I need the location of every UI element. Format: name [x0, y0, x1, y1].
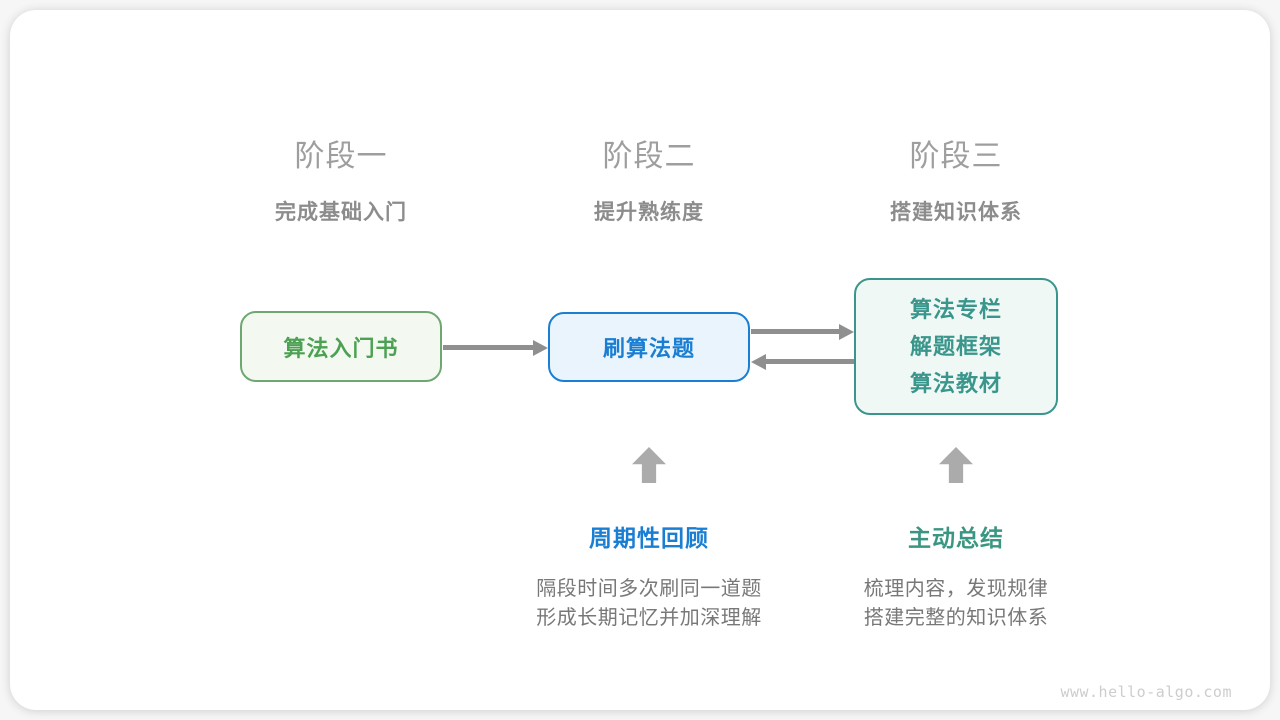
- phase-1-subtitle: 完成基础入门: [275, 201, 407, 224]
- node-practice-problems: 刷算法题: [548, 312, 750, 382]
- node-practice-problems-label: 刷算法题: [602, 336, 695, 361]
- node-intro-book-label: 算法入门书: [283, 335, 399, 361]
- watermark-url: www.hello-algo.com: [1060, 683, 1232, 701]
- node-advanced-line-3: 算法教材: [909, 371, 1002, 396]
- arrow-practice-to-advanced-head-icon: [839, 323, 854, 340]
- callout-active-summary-desc-line-2: 搭建完整的知识体系: [863, 606, 1049, 629]
- callout-periodic-review: 周期性回顾 隔段时间多次刷同一道题 形成长期记忆并加深理解: [479, 519, 819, 632]
- phase-1-title: 阶段一: [294, 140, 388, 173]
- callout-active-summary: 主动总结 梳理内容，发现规律 搭建完整的知识体系: [786, 519, 1126, 632]
- arrow-advanced-to-practice-head-icon: [751, 353, 766, 370]
- phase-2-header: 阶段二 提升熟练度: [489, 131, 809, 226]
- phase-2-title: 阶段二: [602, 140, 696, 173]
- arrow-book-to-practice-line: [443, 345, 534, 350]
- callout-periodic-review-desc-line-1: 隔段时间多次刷同一道题: [536, 578, 762, 600]
- callout-periodic-review-desc: 隔段时间多次刷同一道题 形成长期记忆并加深理解: [479, 575, 819, 632]
- phase-2-subtitle: 提升熟练度: [594, 201, 704, 224]
- arrow-advanced-to-practice-line: [766, 359, 854, 364]
- phase-3-title: 阶段三: [909, 140, 1003, 173]
- callout-periodic-review-desc-line-2: 形成长期记忆并加深理解: [536, 606, 762, 629]
- up-arrow-summary-icon: [939, 447, 973, 483]
- arrow-book-to-practice-head-icon: [533, 339, 548, 356]
- node-advanced-line-2: 解题框架: [909, 334, 1002, 359]
- arrow-practice-to-advanced-line: [751, 329, 840, 334]
- callout-active-summary-desc-line-1: 梳理内容，发现规律: [863, 578, 1049, 600]
- diagram-card: 阶段一 完成基础入门 阶段二 提升熟练度 阶段三 搭建知识体系 算法入门书 刷算…: [10, 10, 1270, 710]
- up-arrow-review-icon: [632, 447, 666, 483]
- phase-3-subtitle: 搭建知识体系: [890, 201, 1022, 224]
- callout-periodic-review-title: 周期性回顾: [589, 525, 709, 551]
- node-advanced-resources: 算法专栏 解题框架 算法教材: [854, 278, 1058, 415]
- callout-active-summary-title: 主动总结: [908, 525, 1004, 551]
- callout-active-summary-desc: 梳理内容，发现规律 搭建完整的知识体系: [786, 575, 1126, 632]
- node-advanced-line-1: 算法专栏: [909, 297, 1002, 322]
- node-intro-book: 算法入门书: [240, 311, 442, 382]
- phase-3-header: 阶段三 搭建知识体系: [796, 131, 1116, 226]
- phase-1-header: 阶段一 完成基础入门: [181, 131, 501, 226]
